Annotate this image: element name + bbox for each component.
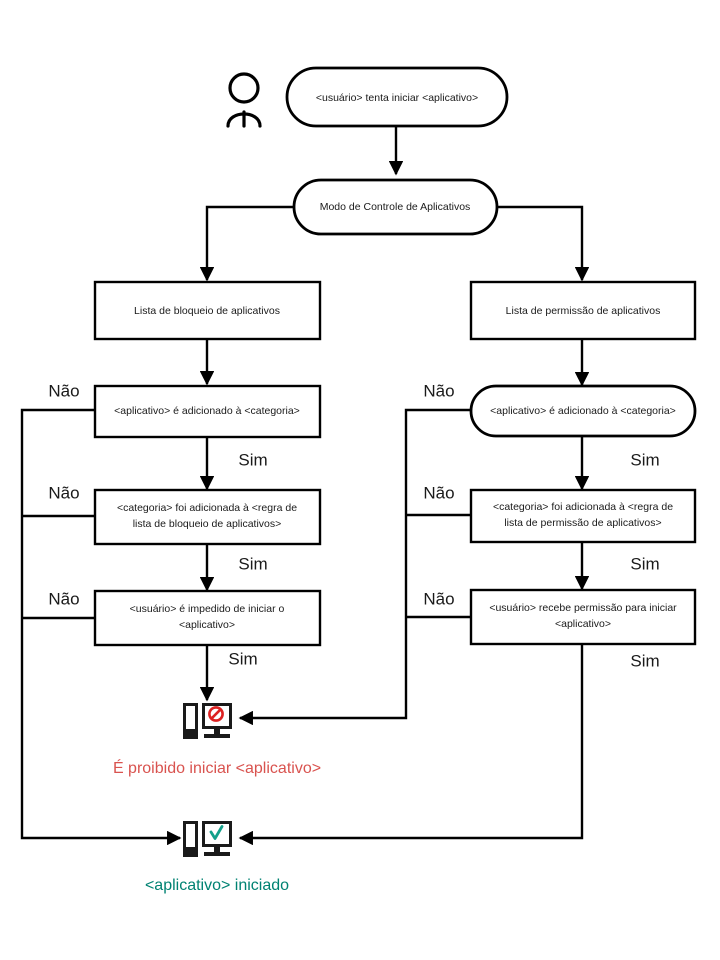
- node-start-label: <usuário> tenta iniciar <aplicativo>: [316, 92, 478, 104]
- node-mode-label: Modo de Controle de Aplicativos: [320, 201, 471, 213]
- node-allow-user-line1: <usuário> recebe permissão para iniciar: [489, 602, 677, 614]
- edge-mode-to-allowlist: [497, 205, 590, 282]
- node-block-rule-line1: <categoria> foi adicionada à <regra de: [117, 502, 297, 514]
- edge-label-left-yes-3: Sim: [228, 649, 257, 668]
- node-block-category[interactable]: <aplicativo> é adicionado à <categoria>: [93, 384, 322, 439]
- node-allow-category-label: <aplicativo> é adicionado à <categoria>: [490, 405, 676, 417]
- node-block-rule[interactable]: <categoria> foi adicionada à <regra de l…: [93, 488, 322, 546]
- edge-right-yes-to-allowed: [238, 645, 584, 846]
- computer-allowed-icon: [183, 821, 232, 857]
- edge-label-right-yes-2: Sim: [630, 554, 659, 573]
- node-block-category-label: <aplicativo> é adicionado à <categoria>: [114, 405, 300, 417]
- person-icon: [226, 72, 262, 128]
- outcome-allowed-label: <aplicativo> iniciado: [145, 877, 289, 894]
- node-mode[interactable]: Modo de Controle de Aplicativos: [292, 178, 499, 236]
- edge-mode-to-blocklist: [199, 205, 295, 282]
- node-block-user[interactable]: <usuário> é impedido de iniciar o <aplic…: [93, 589, 322, 647]
- node-allow-category[interactable]: <aplicativo> é adicionado à <categoria>: [469, 384, 697, 438]
- node-allow-rule-line1: <categoria> foi adicionada à <regra de: [493, 501, 673, 513]
- edge-label-right-yes-3: Sim: [630, 651, 659, 670]
- edge-label-right-yes-1: Sim: [630, 450, 659, 469]
- node-allow-user[interactable]: <usuário> recebe permissão para iniciar …: [469, 588, 697, 646]
- edge-right-no-rail: [238, 408, 472, 726]
- node-block-list-label: Lista de bloqueio de aplicativos: [134, 305, 280, 317]
- computer-blocked-icon: [183, 703, 232, 739]
- node-block-user-line1: <usuário> é impedido de iniciar o: [130, 603, 285, 615]
- node-allow-rule-line2: lista de permissão de aplicativos>: [504, 517, 661, 529]
- edge-label-right-no-2: Não: [423, 483, 454, 502]
- edge-label-left-no-1: Não: [48, 381, 79, 400]
- node-block-user-line2: <aplicativo>: [179, 619, 235, 631]
- edge-label-left-no-2: Não: [48, 483, 79, 502]
- edge-label-left-yes-2: Sim: [238, 554, 267, 573]
- edge-left-no-rail: [20, 408, 182, 846]
- edge-label-left-yes-1: Sim: [238, 450, 267, 469]
- edge-label-left-no-3: Não: [48, 589, 79, 608]
- node-allow-list[interactable]: Lista de permissão de aplicativos: [469, 280, 697, 341]
- edge-label-right-no-3: Não: [423, 589, 454, 608]
- node-block-list[interactable]: Lista de bloqueio de aplicativos: [93, 280, 322, 341]
- node-block-rule-line2: lista de bloqueio de aplicativos>: [133, 518, 282, 530]
- node-start[interactable]: <usuário> tenta iniciar <aplicativo>: [285, 66, 509, 128]
- outcome-denied-label: É proibido iniciar <aplicativo>: [113, 758, 321, 777]
- edge-label-right-no-1: Não: [423, 381, 454, 400]
- node-allow-rule[interactable]: <categoria> foi adicionada à <regra de l…: [469, 488, 697, 544]
- node-allow-user-line2: <aplicativo>: [555, 618, 611, 630]
- node-allow-list-label: Lista de permissão de aplicativos: [506, 305, 661, 317]
